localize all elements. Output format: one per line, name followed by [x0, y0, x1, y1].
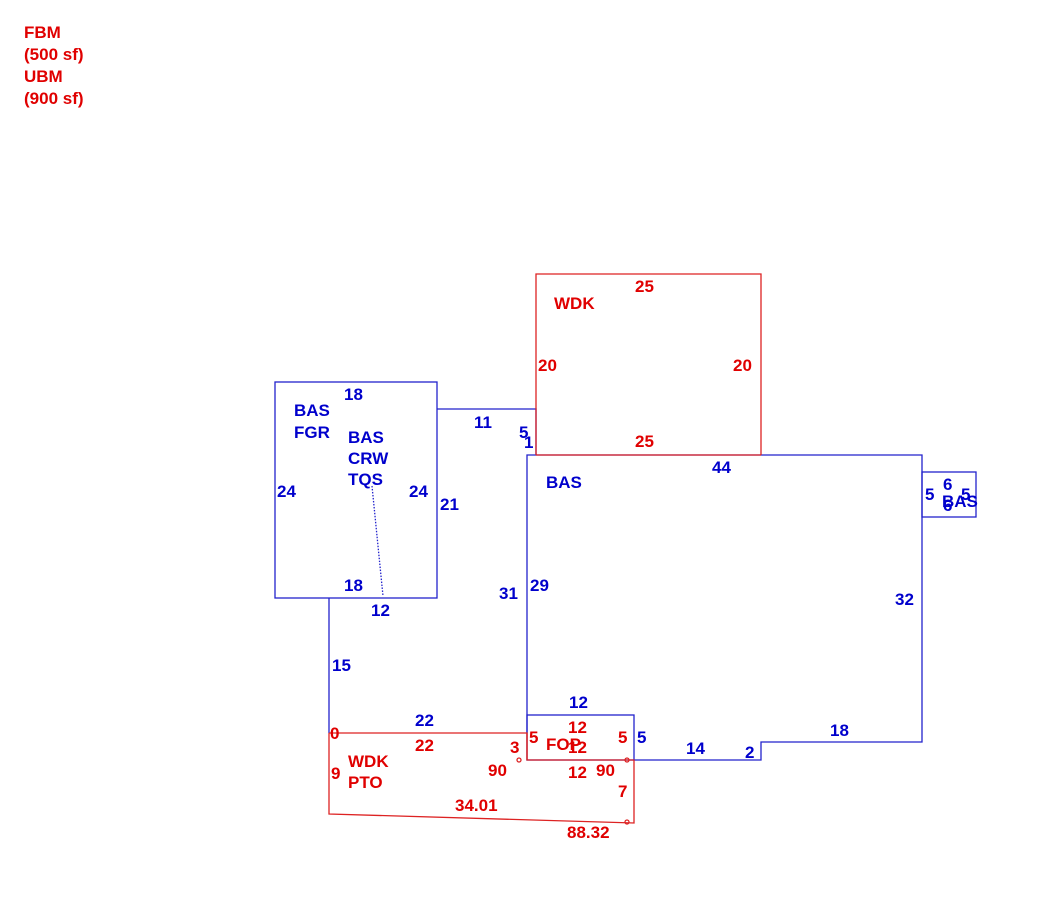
dim-bas-29: 29	[530, 576, 549, 595]
label-wdk-bottom: WDK	[348, 752, 389, 771]
label-fop: FOP	[546, 735, 581, 754]
dim-bas-18: 18	[830, 721, 849, 740]
dim-red-5-right: 5	[618, 728, 627, 747]
dim-left-top: 18	[344, 385, 363, 404]
label-bas-main: BAS	[546, 473, 582, 492]
bas-fgr-rect	[274, 381, 438, 599]
dim-red-88-32: 88.32	[567, 823, 610, 842]
dim-bas-1: 1	[524, 433, 533, 452]
dim-red-90-left: 90	[488, 761, 507, 780]
legend: FBM (500 sf) UBM (900 sf)	[24, 22, 84, 110]
dim-small-5-right: 5	[961, 485, 970, 504]
dim-left-right: 24	[409, 482, 428, 501]
label-bas-left: BAS	[294, 401, 330, 420]
dim-blue-12-top: 12	[569, 693, 588, 712]
dim-red-3: 3	[510, 738, 519, 757]
dim-bas-2: 2	[745, 743, 754, 762]
dim-red-22: 22	[415, 736, 434, 755]
dim-red-12-c: 12	[568, 763, 587, 782]
legend-fbm-area: (500 sf)	[24, 45, 84, 64]
dim-mid-11: 11	[474, 413, 492, 432]
dim-left-bottom: 18	[344, 576, 363, 595]
dim-red-12-a: 12	[568, 718, 587, 737]
dim-blue-5-right: 5	[637, 728, 646, 747]
dim-mid-21: 21	[440, 495, 459, 514]
dim-bas-44: 44	[712, 458, 731, 477]
dim-red-12-b: 12	[568, 738, 587, 757]
dim-blue-22: 22	[415, 711, 434, 730]
dim-wdk-20-left: 20	[538, 356, 557, 375]
marker-dot-c	[624, 819, 630, 825]
bas-main-outline	[526, 454, 923, 761]
label-bas-small: BAS	[942, 492, 978, 511]
dim-wdk-25-bottom: 25	[635, 432, 654, 451]
dim-mid-15: 15	[332, 656, 351, 675]
dim-red-0: 0	[330, 724, 339, 743]
legend-fbm: FBM	[24, 23, 61, 42]
label-pto: PTO	[348, 773, 383, 792]
dim-red-34-01: 34.01	[455, 796, 498, 815]
dim-red-5-left: 5	[529, 728, 538, 747]
dim-mid-31: 31	[499, 584, 518, 603]
bas-small-rect	[921, 471, 977, 518]
label-bas-mid: BAS	[348, 428, 384, 447]
dim-mid-12: 12	[371, 601, 390, 620]
dim-left-left: 24	[277, 482, 296, 501]
dim-wdk-25-top: 25	[635, 277, 654, 296]
marker-dot-b	[624, 757, 630, 763]
crw-leader-line	[371, 485, 384, 597]
dim-red-9: 9	[331, 764, 340, 783]
label-crw: CRW	[348, 449, 389, 468]
dim-small-6a: 6	[943, 475, 952, 494]
wdk-top-outline	[535, 273, 762, 455]
legend-ubm: UBM	[24, 67, 63, 86]
dim-bas-14: 14	[686, 739, 705, 758]
dim-bas-5: 5	[519, 423, 528, 442]
dim-small-5-left: 5	[925, 485, 934, 504]
dim-red-90-right: 90	[596, 761, 615, 780]
dim-red-7: 7	[618, 782, 627, 801]
label-tqs: TQS	[348, 470, 383, 489]
dim-small-6b: 6	[943, 496, 952, 515]
label-fgr: FGR	[294, 423, 330, 442]
dim-wdk-20-right: 20	[733, 356, 752, 375]
dim-bas-32: 32	[895, 590, 914, 609]
marker-dot-a	[516, 757, 522, 763]
label-wdk-top: WDK	[554, 294, 595, 313]
legend-ubm-area: (900 sf)	[24, 89, 84, 108]
